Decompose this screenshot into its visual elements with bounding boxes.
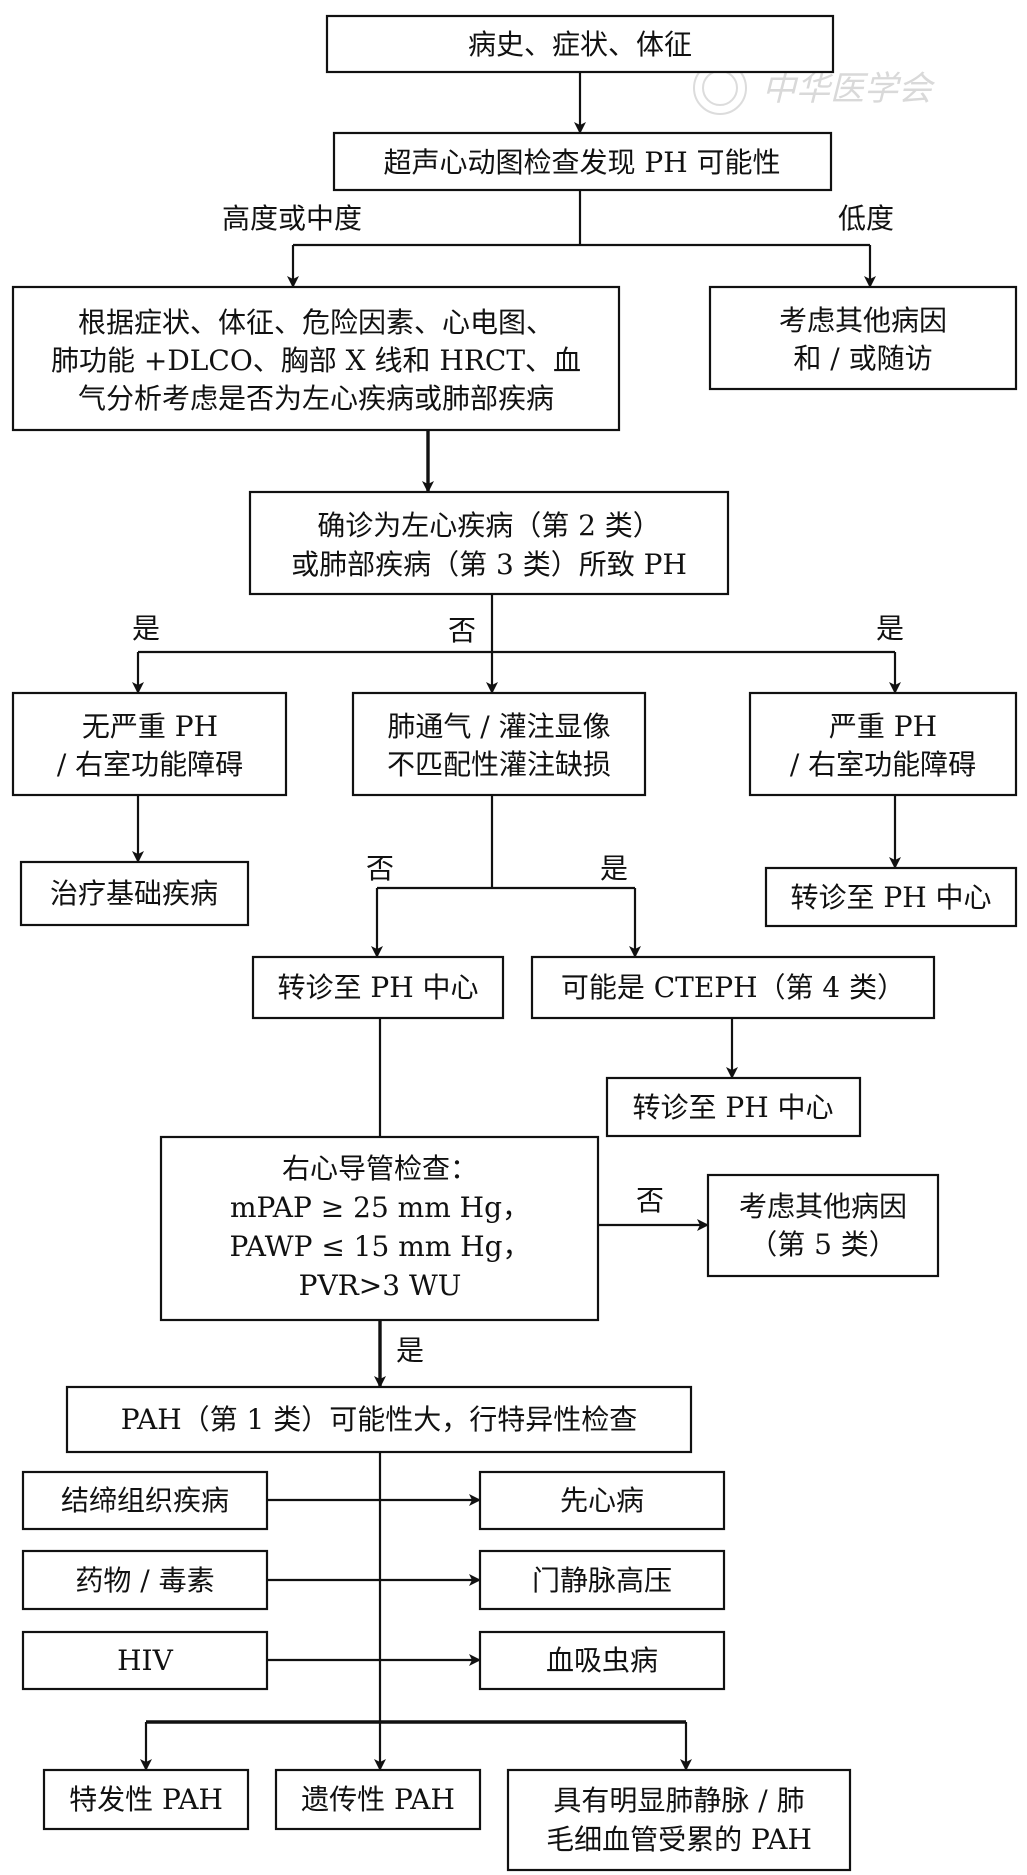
- label-yes-left: 是: [132, 612, 160, 645]
- node-hereditary-label: 遗传性 PAH: [301, 1783, 455, 1816]
- node-refer-cteph-label: 转诊至 PH 中心: [632, 1091, 833, 1124]
- watermark: 中华医学会: [693, 61, 936, 115]
- node-chd-label: 先心病: [560, 1484, 644, 1517]
- node-drug-label: 药物 / 毒素: [75, 1564, 214, 1597]
- node-severe-line-1: 严重 PH: [829, 710, 937, 743]
- node-rhc-line-2: mPAP ≥ 25 mm Hg，: [230, 1191, 530, 1224]
- node-no-severe: 无严重 PH / 右室功能障碍: [11, 691, 288, 797]
- node-confirm-line-1: 确诊为左心疾病（第 2 类）: [317, 509, 661, 542]
- node-refer-right-label: 转诊至 PH 中心: [790, 881, 991, 914]
- node-pvod-line-1: 具有明显肺静脉 / 肺: [553, 1784, 804, 1817]
- node-cteph-label: 可能是 CTEPH（第 4 类）: [561, 971, 905, 1004]
- edge-labels: 高度或中度 低度 是 否 是 否 是 否 是: [132, 202, 904, 1367]
- label-high-mid: 高度或中度: [222, 202, 362, 235]
- node-pah-label: PAH（第 1 类）可能性大，行特异性检查: [121, 1403, 638, 1436]
- node-hiv-label: HIV: [117, 1644, 173, 1677]
- label-vq-yes: 是: [600, 852, 628, 885]
- node-chd: 先心病: [478, 1470, 726, 1531]
- node-hereditary: 遗传性 PAH: [274, 1768, 482, 1831]
- node-refer-cteph: 转诊至 PH 中心: [605, 1076, 862, 1138]
- node-other-5: 考虑其他病因 （第 5 类）: [706, 1173, 940, 1278]
- node-rhc-line-4: PVR>3 WU: [299, 1269, 462, 1302]
- node-idiopathic-label: 特发性 PAH: [69, 1783, 223, 1816]
- node-rhc-line-3: PAWP ≤ 15 mm Hg，: [229, 1230, 530, 1263]
- node-idiopathic: 特发性 PAH: [42, 1768, 250, 1831]
- node-vq: 肺通气 / 灌注显像 不匹配性灌注缺损: [351, 691, 647, 797]
- node-drug: 药物 / 毒素: [21, 1549, 269, 1611]
- label-vq-no: 否: [366, 852, 394, 885]
- watermark-text: 中华医学会: [762, 69, 936, 109]
- node-assess-line-2: 肺功能 +DLCO、胸部 X 线和 HRCT、血: [51, 344, 581, 377]
- node-history: 病史、症状、体征: [325, 14, 835, 74]
- node-hiv: HIV: [21, 1630, 269, 1691]
- node-assess: 根据症状、体征、危险因素、心电图、 肺功能 +DLCO、胸部 X 线和 HRCT…: [11, 285, 621, 432]
- label-yes-right: 是: [876, 612, 904, 645]
- node-history-label: 病史、症状、体征: [468, 28, 692, 61]
- node-no-severe-line-2: / 右室功能障碍: [57, 748, 243, 781]
- node-confirm-line-2: 或肺部疾病（第 3 类）所致 PH: [291, 548, 687, 581]
- watermark-seal-inner-icon: [702, 70, 738, 106]
- node-other-cause: 考虑其他病因 和 / 或随访: [708, 285, 1018, 391]
- node-refer-mid: 转诊至 PH 中心: [251, 955, 505, 1020]
- node-severe: 严重 PH / 右室功能障碍: [748, 691, 1018, 797]
- node-portal-label: 门静脉高压: [532, 1564, 672, 1597]
- node-vq-line-2: 不匹配性灌注缺损: [387, 748, 611, 781]
- node-schisto: 血吸虫病: [478, 1630, 726, 1691]
- node-ctd: 结缔组织疾病: [21, 1470, 269, 1531]
- node-portal: 门静脉高压: [478, 1549, 726, 1611]
- node-echo-label: 超声心动图检查发现 PH 可能性: [383, 146, 780, 179]
- node-pah: PAH（第 1 类）可能性大，行特异性检查: [65, 1385, 693, 1454]
- node-assess-line-3: 气分析考虑是否为左心疾病或肺部疾病: [78, 382, 554, 415]
- node-no-severe-line-1: 无严重 PH: [82, 710, 218, 743]
- label-low: 低度: [838, 202, 894, 235]
- node-treat-base: 治疗基础疾病: [19, 860, 250, 927]
- node-other-5-line-1: 考虑其他病因: [739, 1190, 907, 1223]
- node-severe-line-2: / 右室功能障碍: [790, 748, 976, 781]
- node-confirm: 确诊为左心疾病（第 2 类） 或肺部疾病（第 3 类）所致 PH: [248, 490, 730, 596]
- node-other-cause-line-2: 和 / 或随访: [793, 342, 932, 375]
- node-refer-mid-label: 转诊至 PH 中心: [277, 971, 478, 1004]
- node-other-5-line-2: （第 5 类）: [749, 1228, 897, 1261]
- node-vq-line-1: 肺通气 / 灌注显像: [387, 710, 610, 743]
- node-rhc-line-1: 右心导管检查：: [282, 1152, 478, 1185]
- node-rhc: 右心导管检查： mPAP ≥ 25 mm Hg， PAWP ≤ 15 mm Hg…: [159, 1135, 600, 1322]
- node-cteph: 可能是 CTEPH（第 4 类）: [530, 955, 936, 1020]
- label-rhc-no: 否: [636, 1184, 664, 1217]
- node-schisto-label: 血吸虫病: [546, 1644, 658, 1677]
- node-echo: 超声心动图检查发现 PH 可能性: [332, 131, 833, 192]
- node-pvod-line-2: 毛细血管受累的 PAH: [546, 1823, 812, 1856]
- label-no-mid: 否: [448, 614, 476, 647]
- connectors: [132, 72, 901, 1771]
- node-treat-base-label: 治疗基础疾病: [50, 877, 218, 910]
- node-other-cause-line-1: 考虑其他病因: [779, 304, 947, 337]
- label-rhc-yes: 是: [396, 1334, 424, 1367]
- node-assess-line-1: 根据症状、体征、危险因素、心电图、: [78, 306, 554, 339]
- node-pvod: 具有明显肺静脉 / 肺 毛细血管受累的 PAH: [506, 1768, 852, 1872]
- node-refer-right: 转诊至 PH 中心: [764, 866, 1018, 928]
- node-ctd-label: 结缔组织疾病: [61, 1484, 229, 1517]
